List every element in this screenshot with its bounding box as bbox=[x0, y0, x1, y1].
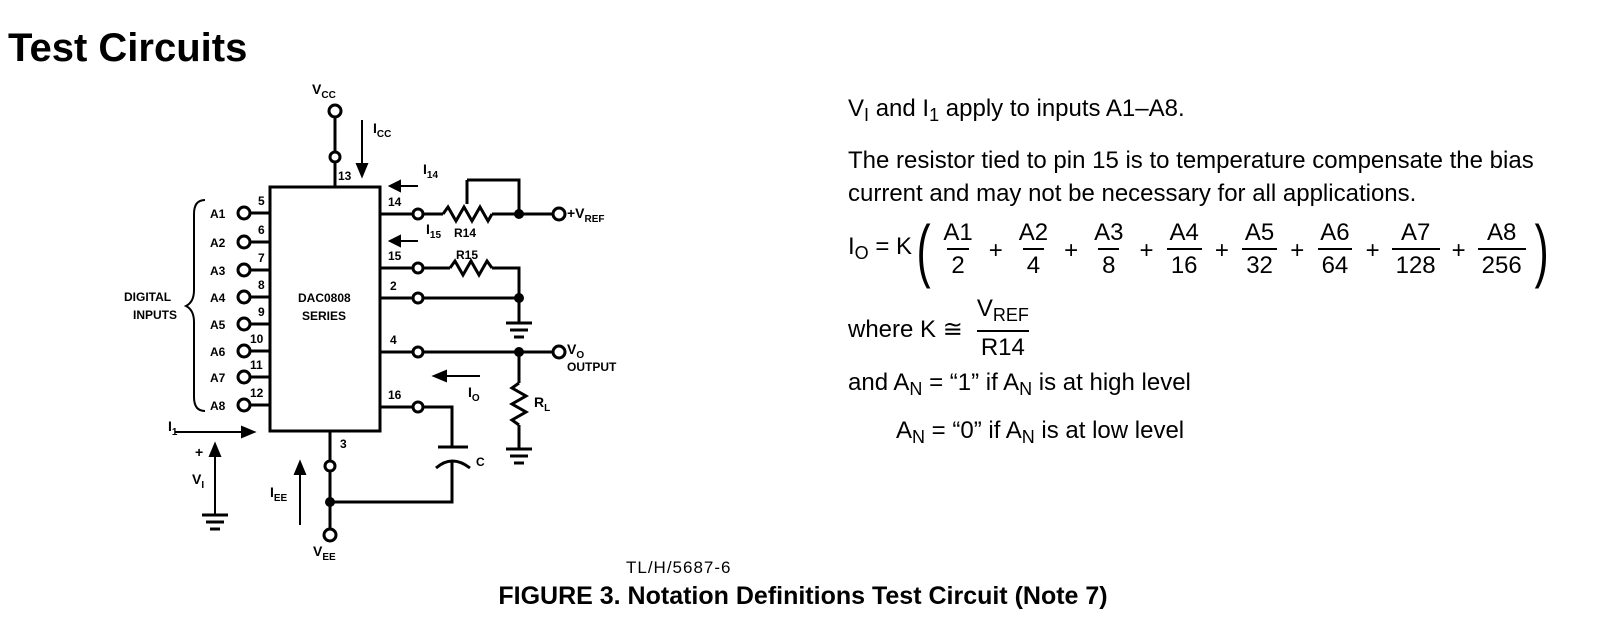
left-paren: ( bbox=[916, 211, 931, 289]
notation-notes: VI and I1 apply to inputs A1–A8. The res… bbox=[848, 92, 1588, 454]
figure-caption: FIGURE 3. Notation Definitions Test Circ… bbox=[498, 582, 1108, 610]
input-pin-number: 7 bbox=[258, 251, 265, 265]
input-pin-number: 5 bbox=[258, 194, 265, 208]
plus-sign: + bbox=[1290, 236, 1305, 264]
plus-sign: + bbox=[1365, 236, 1380, 264]
i1-label: I1 bbox=[168, 418, 178, 438]
rl-resistor bbox=[508, 381, 530, 427]
plus-sign: + bbox=[988, 236, 1003, 264]
input-pin-number: 8 bbox=[258, 278, 265, 292]
input-name: A2 bbox=[210, 236, 226, 250]
pin16-label: 16 bbox=[388, 388, 402, 402]
ground-symbols bbox=[202, 321, 532, 531]
terminal-circles bbox=[236, 103, 567, 543]
input-name: A7 bbox=[210, 371, 226, 385]
test-circuit-schematic: VCC ICC I14 I15 +VREF R14 R15 DAC0808 SE… bbox=[124, 81, 617, 563]
inputs-brace bbox=[183, 199, 206, 412]
plus-sign: + bbox=[1139, 236, 1154, 264]
inputs-label: INPUTS bbox=[133, 308, 177, 322]
vcc-label: VCC bbox=[312, 81, 336, 101]
input-name: A8 bbox=[210, 399, 226, 413]
capacitor-label: C bbox=[476, 455, 485, 469]
pin2-label: 2 bbox=[390, 279, 397, 293]
input-name: A4 bbox=[210, 291, 226, 305]
chip-name: DAC0808 bbox=[298, 291, 351, 305]
an-high-definition: and AN = “1” if AN is at high level bbox=[848, 369, 1191, 399]
icc-label: ICC bbox=[373, 120, 391, 140]
input-name: A1 bbox=[210, 207, 226, 221]
circuit-wires bbox=[183, 118, 553, 529]
chip-series: SERIES bbox=[302, 309, 346, 323]
notes-line-inputs: VI and I1 apply to inputs A1–A8. bbox=[848, 95, 1185, 125]
rl-label: RL bbox=[534, 394, 550, 414]
input-pin-number: 11 bbox=[250, 358, 263, 372]
plus-sign: + bbox=[1064, 236, 1079, 264]
iee-label: IEE bbox=[270, 484, 288, 504]
pin3-label: 3 bbox=[340, 437, 347, 451]
r15-resistor bbox=[448, 257, 494, 279]
r14-label: R14 bbox=[454, 226, 476, 240]
vo-label: VO bbox=[567, 341, 584, 361]
pin14-label: 14 bbox=[388, 195, 402, 209]
junction-dots bbox=[325, 209, 524, 507]
an-low-definition: AN = “0” if AN is at low level bbox=[896, 417, 1185, 447]
current-arrows bbox=[175, 120, 480, 525]
eq-lhs: IO = K bbox=[848, 233, 913, 263]
input-pin-number: 6 bbox=[258, 223, 265, 237]
dac0808-chip bbox=[268, 185, 382, 433]
where-k-label: where K ≅ bbox=[848, 315, 963, 343]
input-pin-number: 12 bbox=[250, 386, 264, 400]
output-label: OUTPUT bbox=[567, 360, 617, 374]
r15-label: R15 bbox=[456, 248, 478, 262]
io-label: IO bbox=[468, 384, 480, 404]
pin15-label: 15 bbox=[388, 249, 402, 263]
input-name: A6 bbox=[210, 345, 226, 359]
notes-line-resistor: The resistor tied to pin 15 is to temper… bbox=[848, 147, 1534, 207]
digital-label: DIGITAL bbox=[124, 290, 171, 304]
plus-sign: + bbox=[1214, 236, 1229, 264]
plus-label: + bbox=[195, 444, 203, 460]
input-name: A5 bbox=[210, 318, 226, 332]
i14-label: I14 bbox=[423, 161, 438, 181]
input-labels: A1 A2 A3 A4 A5 A6 A7 A8 5 6 7 8 9 10 11 … bbox=[210, 194, 265, 413]
i15-label: I15 bbox=[426, 221, 441, 241]
vref-label: +VREF bbox=[567, 205, 605, 225]
pin4-label: 4 bbox=[390, 333, 397, 347]
input-name: A3 bbox=[210, 264, 226, 278]
r14-resistor bbox=[441, 203, 494, 225]
vee-label: VEE bbox=[313, 543, 336, 563]
vi-label: VI bbox=[192, 471, 204, 491]
page-title: Test Circuits bbox=[8, 26, 248, 70]
input-pin-number: 9 bbox=[258, 305, 265, 319]
right-paren: ) bbox=[1534, 211, 1549, 289]
plus-sign: + bbox=[1451, 236, 1466, 264]
figure-code: TL/H/5687-6 bbox=[626, 558, 732, 577]
input-pin-number: 10 bbox=[250, 332, 264, 346]
pin13-label: 13 bbox=[338, 169, 352, 183]
